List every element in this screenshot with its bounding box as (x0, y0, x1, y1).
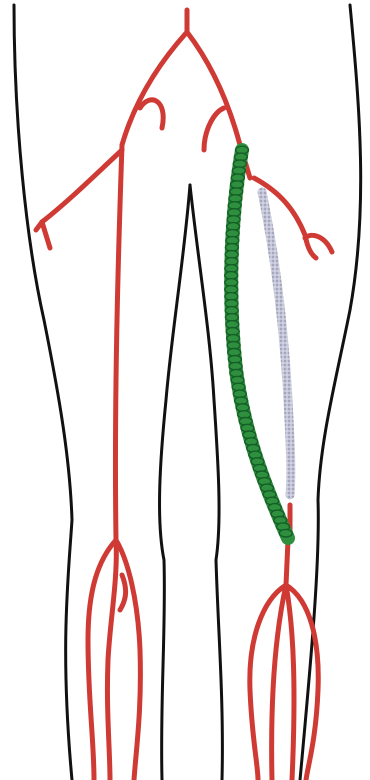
left-lateral-branch (42, 150, 122, 222)
left-tibial-connector (120, 575, 126, 610)
left-internal-iliac-branch (140, 100, 163, 128)
left-peroneal-artery (107, 540, 116, 780)
right-posterior-tibial-artery (286, 585, 294, 780)
vein-graft-bead (279, 529, 292, 537)
left-iliac-artery (122, 32, 187, 145)
right-iliac-artery (187, 32, 240, 145)
inner-right-thigh-contour (190, 185, 222, 780)
left-lateral-branch-fork-b (42, 222, 50, 248)
left-femoral-artery (115, 145, 122, 540)
left-anterior-tibial-artery (88, 540, 116, 780)
left-posterior-tibial-artery (116, 540, 140, 780)
leg-outline (14, 5, 361, 780)
inner-left-thigh-contour (160, 185, 190, 780)
synthetic-bypass-graft (262, 192, 291, 495)
right-peroneal-artery (272, 585, 286, 780)
right-internal-iliac-branch (204, 108, 224, 150)
right-popliteal-artery (286, 540, 288, 585)
outer-left-contour (14, 5, 72, 780)
outer-right-contour (300, 5, 361, 780)
